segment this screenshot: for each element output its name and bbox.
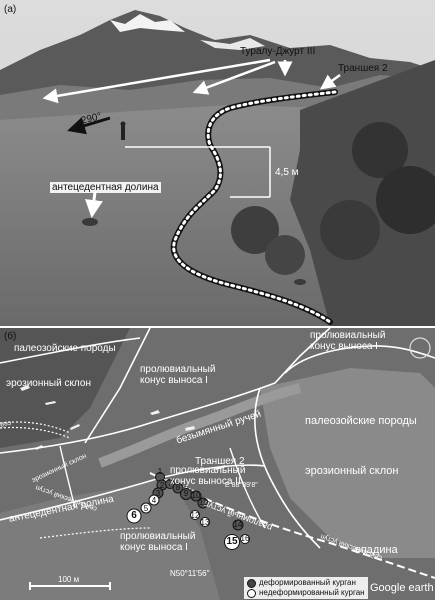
kurgan-number: 4 [151,496,157,505]
arrow-to-valley [85,191,103,218]
kurgan-number: 5 [143,504,149,513]
label-coord-n: N50°11'56" [170,569,210,578]
kurgan-undeformed-5 [140,502,152,514]
kurgan-number: 6 [131,510,137,521]
arrow-to-kurgan-center [192,60,276,95]
kurgan-number: 13 [200,518,210,527]
paleozoic-area-right [260,368,435,558]
label-valley: антецедентная долина [50,182,161,193]
legend-label-deformed: деформированный курган [259,578,356,587]
rock [82,218,98,226]
fan-area-bottom [0,478,220,600]
kurgan-number: 7 [167,479,173,488]
kurgan-undeformed-12 [190,510,200,520]
label-paleozoic-left: палеозойские породы [14,343,116,354]
kurgan-number: 12 [190,511,200,520]
legend-row-deformed: деформированный курган [247,578,365,588]
label-fan1-bottom: пролювиальный конус выноса I [120,531,196,553]
kurgan-deformed-10 [190,490,202,502]
legend-row-undeformed: недеформированный курган [247,588,365,598]
kurgan-number: 2 [159,481,165,490]
snow-patch [200,38,265,50]
stream-channel [98,383,302,468]
tree [320,200,380,260]
kurgan-number: 11 [198,498,208,507]
label-erosion-left: эрозионный склон [6,378,91,389]
map-panel: (б) палеозойские породы эрозионный склон… [0,328,435,600]
kurgan-undeformed-15 [224,534,240,550]
person-figure [121,126,125,140]
kurgan-number: 16 [240,534,250,543]
kurgan-undeformed-6 [126,508,142,524]
legend-label-undeformed: недеформированный курган [259,588,365,597]
rock [294,279,306,285]
label-height: 4,5 м [275,167,299,178]
boundary-line [0,337,141,364]
boundary-line [84,328,151,444]
kurgan-number: 3 [155,489,161,498]
label-fan2: пролювиальный конус выноса II [170,465,246,487]
kurgan-number: 1 [157,467,163,476]
google-earth-watermark: Google earth [370,582,434,594]
paleozoic-area-left [0,328,130,448]
terrace-edge-dots [172,90,337,324]
kurgan-number: 8 [175,483,181,492]
panel-b-tag: (б) [4,331,17,342]
boundary-line [59,445,76,509]
photo-panel: (а) Туралу-Джурт III Траншея 2 290° 4,5 … [0,0,435,326]
fault-dotted [0,421,71,434]
kurgan-number: 10 [191,491,201,500]
dotted-boundary [39,527,151,539]
person-head [120,121,126,127]
kurgan-number: 15 [226,536,238,547]
tree [265,235,305,275]
label-fan1-top: пролювиальный конус выноса I [140,364,216,386]
kurgan-number: 14 [233,520,243,529]
label-erosion-right: эрозионный склон [305,465,399,477]
kurgan-deformed-14 [232,519,244,531]
seismic-ledge [149,472,435,579]
label-coord-e: E 88°39'8" [225,482,258,489]
satellite-map [0,328,435,600]
kurgan-number: 9 [183,489,189,498]
undeformed-kurgan-icon [247,588,256,598]
kurgan-undeformed-4 [148,494,160,506]
label-scale: 100 м [58,575,80,584]
bearing-arrow [67,116,111,135]
label-turalu: Туралу-Джурт III [240,46,316,57]
kurgan-undeformed-16 [240,534,250,544]
panel-a-tag: (а) [4,4,17,15]
tree [352,122,408,178]
kurgan-deformed-11 [197,497,209,509]
kurgan-deformed-8 [172,482,184,494]
boundary-line [0,328,331,454]
kurgan-markers [126,472,250,550]
label-paleozoic-right: палеозойские породы [305,415,417,427]
landscape-photo [0,0,435,326]
boundary-line [254,387,321,549]
boundary-line [284,345,435,374]
compass-icon [409,337,431,359]
map-legend: деформированный курган недеформированный… [244,577,368,599]
label-depression: впадина [355,544,398,556]
tree [376,166,435,234]
arrow-to-kurgan-left [42,58,271,104]
arrow-to-trench [319,73,341,90]
label-trench-map: Траншея 2 [195,456,245,467]
snow-patch [110,14,185,32]
wooded-slope [290,60,435,326]
label-fan1-right: пролювиальный конус выноса I [310,330,386,352]
fault-dotted [0,426,71,439]
label-trench: Траншея 2 [338,63,388,74]
deformed-kurgan-icon [247,578,256,588]
tree [231,206,279,254]
kurgan-undeformed-13 [200,517,210,527]
